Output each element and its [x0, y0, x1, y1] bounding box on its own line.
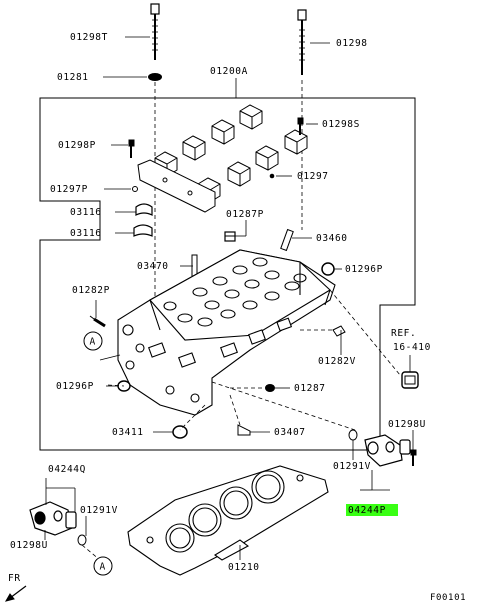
leader-lines — [44, 36, 414, 560]
dash-leaders — [107, 289, 401, 431]
pin-01297[interactable] — [269, 173, 275, 179]
label-01298U-b[interactable]: 01298U — [10, 540, 48, 551]
label-01200A[interactable]: 01200A — [210, 66, 248, 77]
label-01297P[interactable]: 01297P — [50, 184, 88, 195]
label-01297[interactable]: 01297 — [297, 171, 329, 182]
ocv-04244Q[interactable] — [29, 501, 77, 536]
label-01298T[interactable]: 01298T — [70, 32, 108, 43]
label-03411[interactable]: 03411 — [112, 427, 144, 438]
label-01298P[interactable]: 01298P — [58, 140, 96, 151]
stud-01282P[interactable] — [89, 315, 106, 328]
label-01296P-a[interactable]: 01296P — [345, 264, 383, 275]
bolt-01298U[interactable] — [410, 449, 417, 466]
plug-01287[interactable] — [265, 384, 275, 392]
label-01291V-b[interactable]: 01291V — [80, 505, 118, 516]
label-01282P[interactable]: 01282P — [72, 285, 110, 296]
label-01282V[interactable]: 01282V — [318, 356, 356, 367]
pin-03407[interactable] — [237, 424, 251, 436]
label-ref-number[interactable]: 16-410 — [393, 342, 431, 353]
figure-code: F00101 — [430, 593, 466, 603]
callout-a-bottom[interactable]: A — [93, 556, 113, 576]
washer-01281[interactable] — [148, 73, 162, 81]
bolt-01298T[interactable] — [150, 3, 160, 60]
label-ref[interactable]: REF. — [391, 328, 416, 339]
label-03470[interactable]: 03470 — [137, 261, 169, 272]
seal-03116-a[interactable] — [135, 203, 153, 216]
label-01298U[interactable]: 01298U — [388, 419, 426, 430]
label-01210[interactable]: 01210 — [228, 562, 260, 573]
bolt-01298S[interactable] — [297, 117, 304, 135]
label-04244P[interactable]: 04244P — [348, 505, 386, 516]
label-fr: FR — [8, 573, 21, 584]
plug-01287P[interactable] — [224, 231, 236, 242]
ocv-04244P[interactable] — [364, 434, 411, 467]
label-03407[interactable]: 03407 — [274, 427, 306, 438]
label-01287P[interactable]: 01287P — [226, 209, 264, 220]
oring-01291V-b[interactable] — [77, 534, 87, 546]
cylinder-head[interactable] — [117, 249, 336, 416]
callout-a-top[interactable]: A — [83, 331, 103, 351]
bolt-01298P[interactable] — [128, 139, 135, 158]
label-01296P-b[interactable]: 01296P — [56, 381, 94, 392]
highlight-04244P — [346, 504, 398, 516]
ref-16-410-part[interactable] — [401, 371, 419, 389]
label-01291V-a[interactable]: 01291V — [333, 461, 371, 472]
pin-01297P[interactable] — [132, 186, 138, 192]
label-01287[interactable]: 01287 — [294, 383, 326, 394]
seal-03116-b[interactable] — [133, 224, 153, 237]
head-gasket[interactable] — [127, 465, 329, 576]
svg-text:A: A — [100, 562, 106, 573]
stud-01282V[interactable] — [332, 325, 346, 337]
seal-03411[interactable] — [172, 425, 188, 439]
bolt-01298[interactable] — [297, 9, 307, 75]
label-03460[interactable]: 03460 — [316, 233, 348, 244]
front-arrow-icon — [4, 585, 27, 602]
label-01298[interactable]: 01298 — [336, 38, 368, 49]
oring-01291V-a[interactable] — [348, 429, 358, 441]
assembly-frame — [39, 97, 416, 451]
cam-caps[interactable] — [154, 104, 308, 203]
svg-text:A: A — [90, 337, 96, 348]
label-01298S[interactable]: 01298S — [322, 119, 360, 130]
label-01281[interactable]: 01281 — [57, 72, 89, 83]
plug-01296P-a[interactable] — [321, 262, 335, 276]
label-03116-a[interactable]: 03116 — [70, 207, 102, 218]
cam-bracket[interactable] — [137, 159, 216, 213]
dowel-03460[interactable] — [280, 228, 294, 252]
label-03116-b[interactable]: 03116 — [70, 228, 102, 239]
label-04244Q[interactable]: 04244Q — [48, 464, 86, 475]
